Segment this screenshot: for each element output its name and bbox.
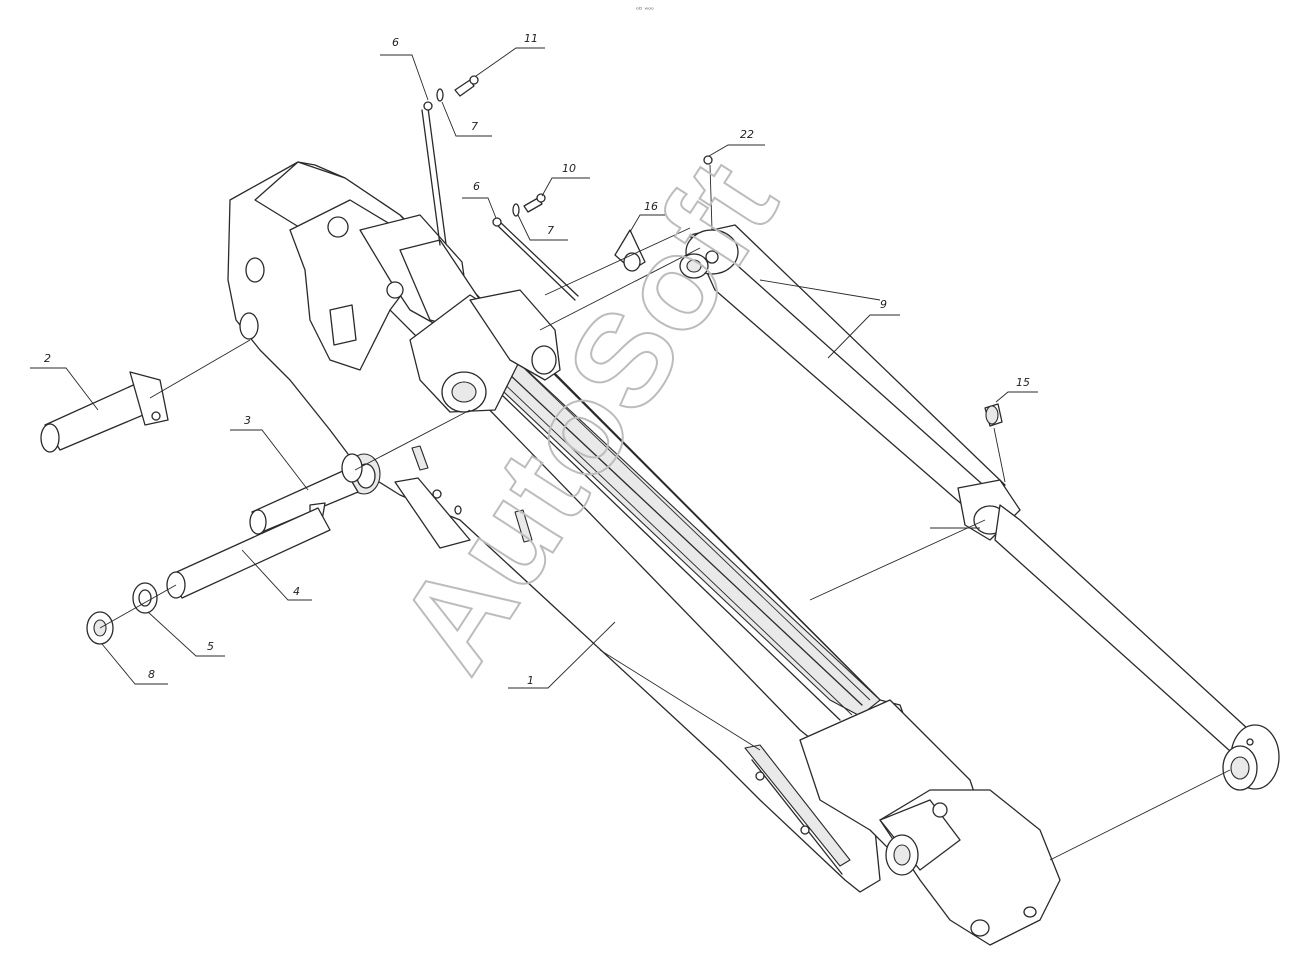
callout-5: 5 — [207, 640, 214, 653]
callout-7a: 7 — [471, 120, 478, 133]
callout-15: 15 — [1016, 376, 1030, 389]
header-mark: ᵒᴰ ʷᵒᵒ — [636, 6, 654, 14]
callout-3: 3 — [244, 414, 251, 427]
boom-body — [227, 161, 1061, 946]
callout-8: 8 — [148, 668, 155, 681]
hydraulic-cylinder — [679, 224, 1280, 791]
callout-9: 9 — [880, 298, 887, 311]
callout-22: 22 — [740, 128, 754, 141]
callouts: 1 2 3 4 5 6 6 7 7 8 9 10 11 — [30, 32, 1038, 689]
callout-4: 4 — [293, 585, 300, 598]
pin-4 — [166, 507, 331, 599]
callout-7b: 7 — [547, 224, 554, 237]
callout-11: 11 — [524, 32, 538, 45]
pin-2 — [40, 371, 169, 453]
callout-1: 1 — [527, 674, 534, 687]
callout-16: 16 — [644, 200, 658, 213]
callout-10: 10 — [562, 162, 576, 175]
callout-2: 2 — [44, 352, 51, 365]
callout-6b: 6 — [473, 180, 480, 193]
callout-6a: 6 — [392, 36, 399, 49]
assembly-lines — [99, 164, 1231, 861]
